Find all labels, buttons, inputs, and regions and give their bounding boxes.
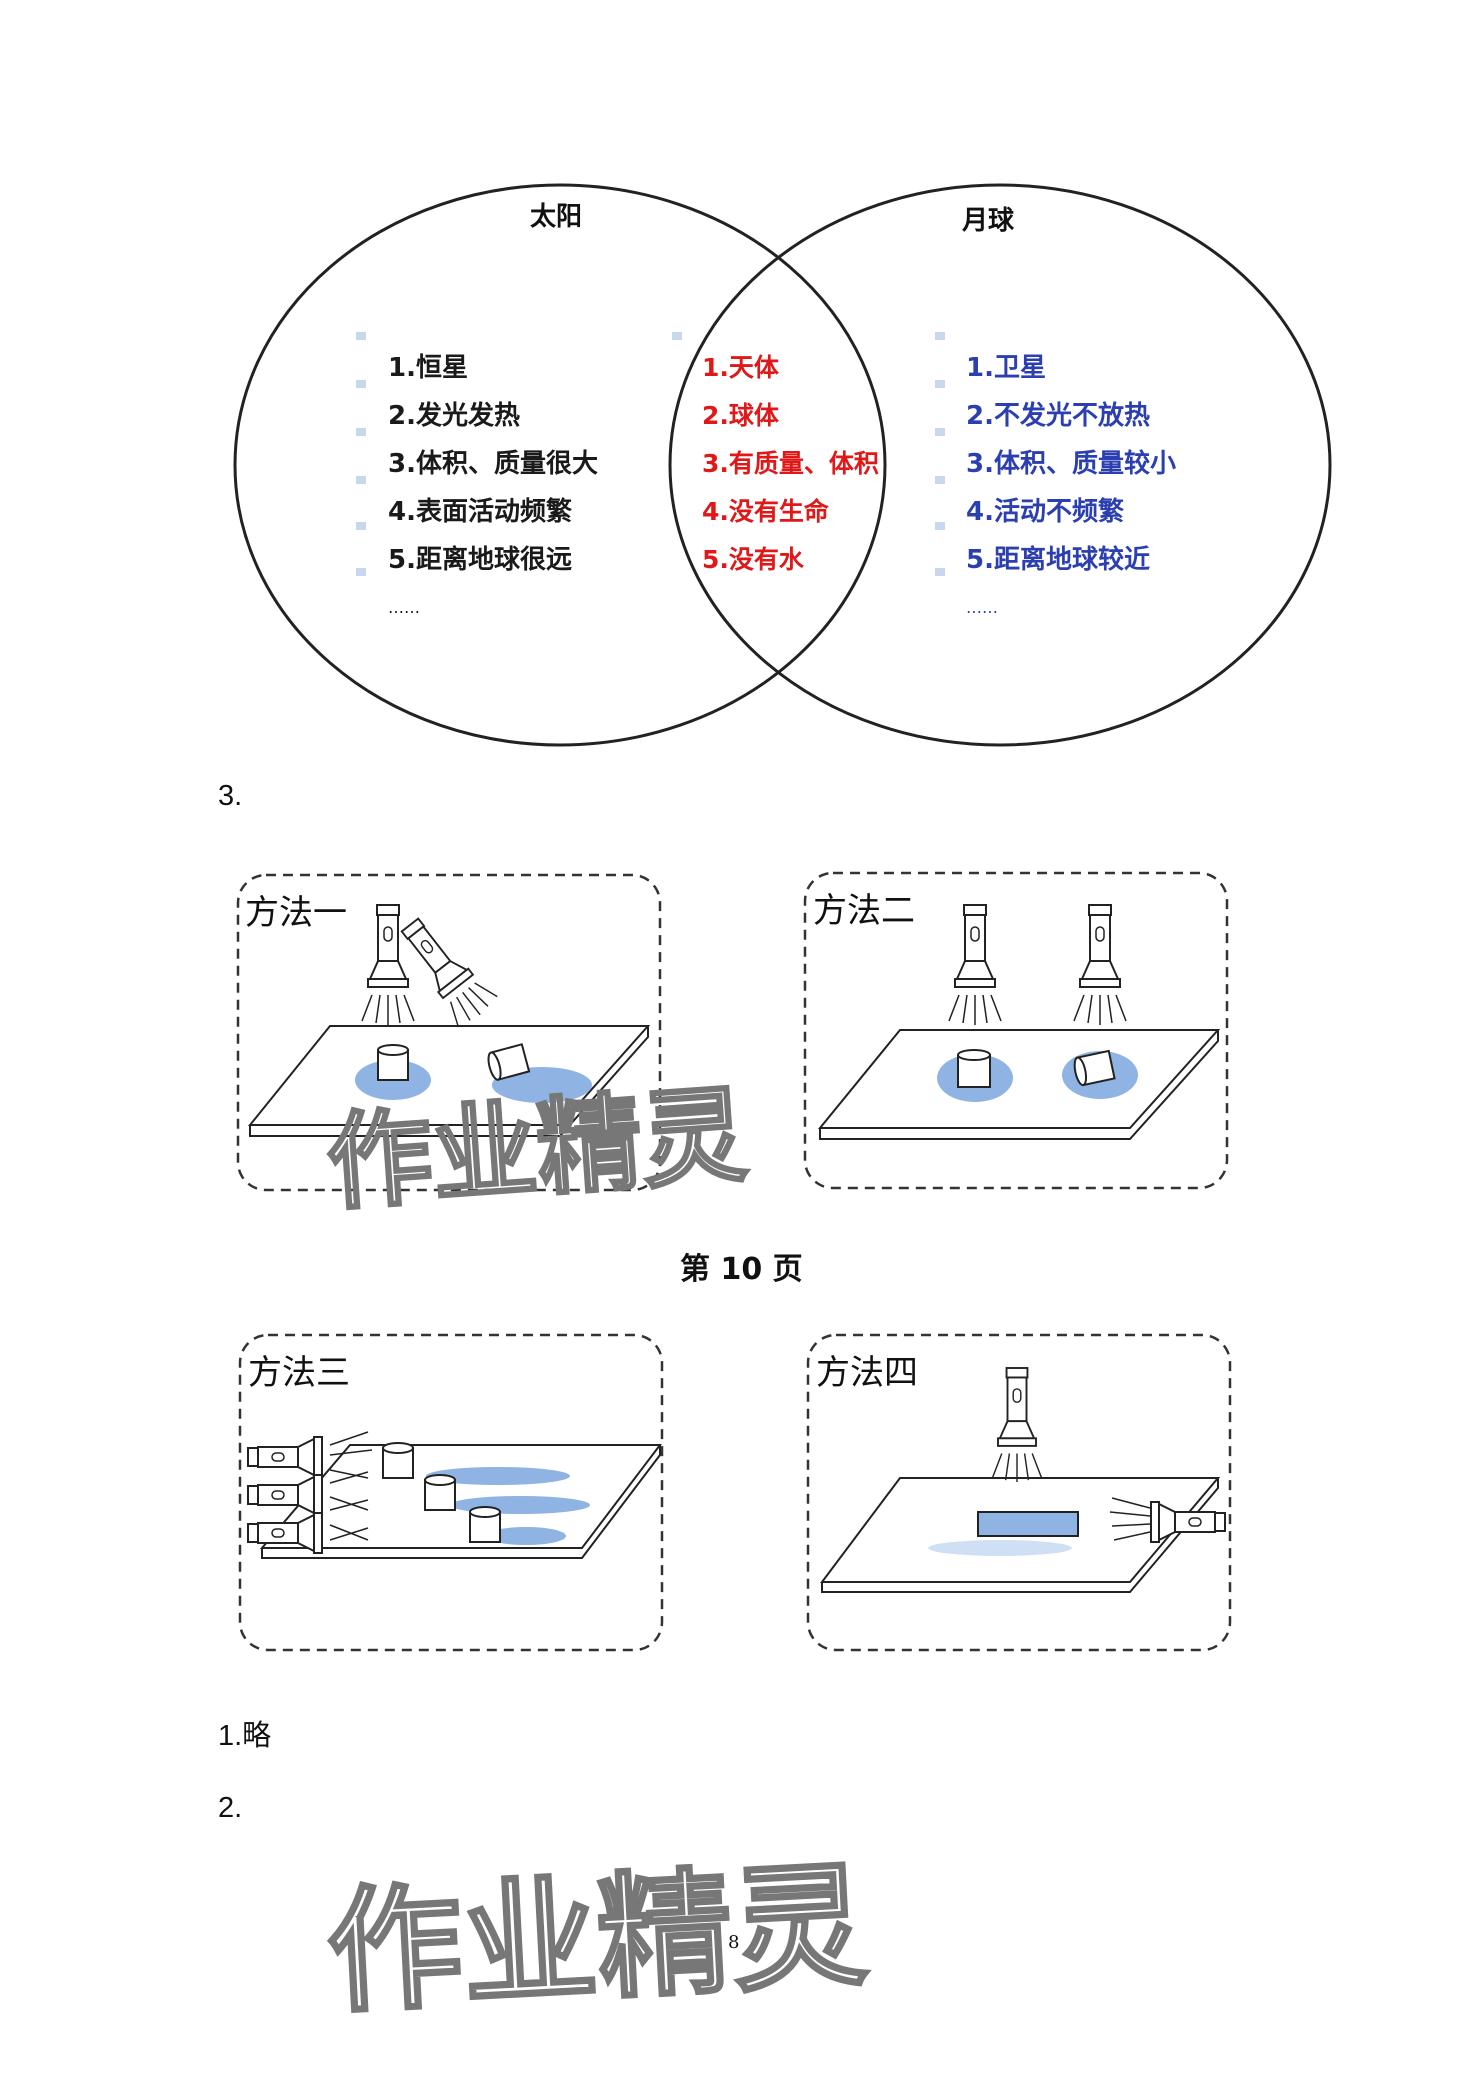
panel-method-2 bbox=[803, 871, 1229, 1190]
sun-item: 4.表面活动频繁 bbox=[388, 497, 572, 527]
venn-diagram bbox=[233, 183, 1332, 747]
question-2-label: 2. bbox=[218, 1792, 243, 1824]
watermark-bottom: 作业精灵 bbox=[323, 1847, 870, 2032]
panel-title-method-1: 方法一 bbox=[245, 893, 347, 933]
common-item: 4.没有生命 bbox=[702, 497, 829, 526]
page-label: 第 10 页 bbox=[680, 1252, 803, 1287]
moon-circle bbox=[668, 183, 1332, 747]
sun-circle bbox=[233, 183, 887, 747]
moon-item: 5.距离地球较近 bbox=[966, 545, 1150, 575]
sun-item: …… bbox=[388, 598, 420, 617]
panel-title-method-3: 方法三 bbox=[248, 1353, 350, 1393]
panel-title-method-4: 方法四 bbox=[816, 1353, 918, 1393]
sun-item: 1.恒星 bbox=[388, 353, 468, 383]
question-3-label: 3. bbox=[218, 780, 243, 812]
sun-item: 5.距离地球很远 bbox=[388, 545, 572, 575]
panel-method-1 bbox=[236, 873, 662, 1192]
sun-item: 2.发光发热 bbox=[388, 401, 520, 431]
common-item: 3.有质量、体积 bbox=[702, 449, 879, 478]
panel-title-method-2: 方法二 bbox=[813, 891, 915, 931]
index-markers bbox=[356, 332, 945, 576]
moon-item: 4.活动不频繁 bbox=[966, 497, 1124, 527]
moon-item: 1.卫星 bbox=[966, 353, 1046, 383]
common-item: 2.球体 bbox=[702, 401, 779, 430]
common-list: 1.天体 2.球体 3.有质量、体积 4.没有生命 5.没有水 bbox=[702, 344, 879, 584]
answer-1: 1.略 bbox=[218, 1720, 272, 1752]
sun-list: 1.恒星 2.发光发热 3.体积、质量很大 4.表面活动频繁 5.距离地球很远 … bbox=[388, 344, 598, 632]
moon-list: 1.卫星 2.不发光不放热 3.体积、质量较小 4.活动不频繁 5.距离地球较近… bbox=[966, 344, 1176, 632]
panel-method-4 bbox=[806, 1333, 1232, 1652]
moon-item: 2.不发光不放热 bbox=[966, 401, 1150, 431]
sun-item: 3.体积、质量很大 bbox=[388, 449, 598, 479]
footer-page-number: 8 bbox=[728, 1932, 740, 1953]
moon-item: 3.体积、质量较小 bbox=[966, 449, 1176, 479]
common-item: 5.没有水 bbox=[702, 545, 804, 574]
moon-title: 月球 bbox=[962, 206, 1015, 236]
panel-method-3 bbox=[238, 1333, 664, 1652]
moon-item: …… bbox=[966, 598, 998, 617]
common-item: 1.天体 bbox=[702, 353, 779, 382]
sun-title: 太阳 bbox=[530, 202, 583, 232]
